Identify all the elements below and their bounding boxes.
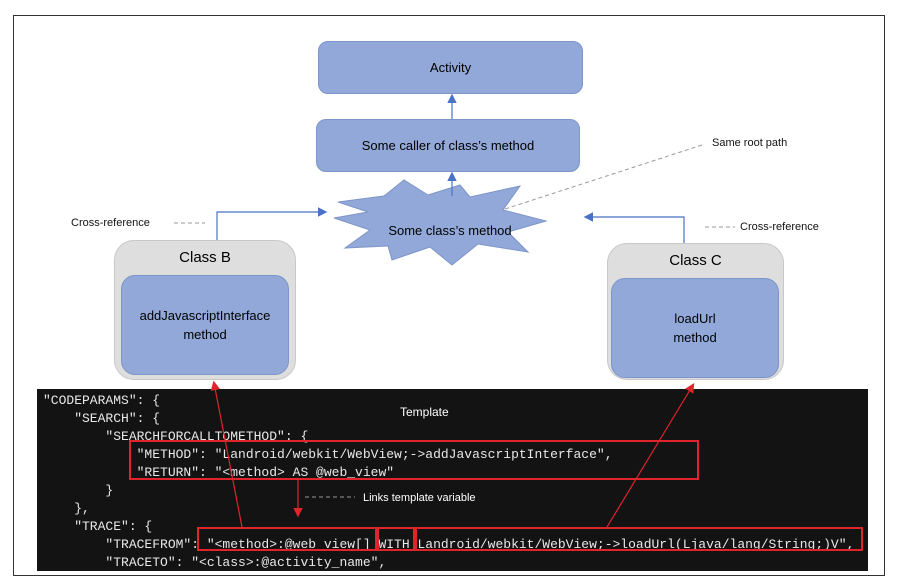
class-c-container: Class C loadUrl method bbox=[607, 243, 784, 380]
loadurl-highlight bbox=[415, 527, 863, 551]
with-keyword-highlight bbox=[377, 527, 415, 551]
caller-node: Some caller of class’s method bbox=[316, 119, 580, 172]
activity-label: Activity bbox=[429, 60, 472, 75]
code-line-2: "SEARCH": { bbox=[43, 411, 161, 426]
method-return-highlight bbox=[129, 440, 699, 480]
code-line-4: "METHOD": "Landroid/webkit/WebView;->add… bbox=[43, 447, 613, 462]
xref-right-note: Cross-reference bbox=[740, 221, 819, 233]
same-root-note: Same root path bbox=[712, 137, 788, 149]
class-b-title: Class B bbox=[179, 249, 231, 266]
target-node-label: Some class’s method bbox=[388, 223, 512, 238]
template-label: Template bbox=[400, 405, 449, 419]
class-c-method-name: loadUrl bbox=[674, 311, 716, 326]
code-line-8: "TRACE": { bbox=[43, 519, 153, 534]
code-line-1: "CODEPARAMS": { bbox=[43, 393, 161, 408]
class-c-method-node: loadUrl method bbox=[611, 278, 779, 378]
class-b-method-word: method bbox=[183, 327, 227, 342]
code-line-7: }, bbox=[43, 501, 90, 516]
code-line-9: "TRACEFROM": "<method>:@web_view[] WITH … bbox=[43, 537, 855, 552]
class-b-container: Class B addJavascriptInterface method bbox=[114, 240, 296, 380]
caller-label: Some caller of class’s method bbox=[361, 138, 535, 153]
xref-left-note: Cross-reference bbox=[71, 217, 150, 229]
class-c-title: Class C bbox=[669, 252, 722, 269]
code-line-6: } bbox=[43, 483, 114, 498]
activity-node: Activity bbox=[318, 41, 583, 94]
diagram-frame bbox=[13, 15, 885, 576]
links-template-note: Links template variable bbox=[363, 492, 476, 504]
code-line-10: "TRACETO": "<class>:@activity_name", bbox=[43, 555, 387, 570]
class-b-method-node: addJavascriptInterface method bbox=[121, 275, 289, 375]
class-c-method-word: method bbox=[673, 330, 717, 345]
template-code-block: Template "CODEPARAMS": { "SEARCH": { "SE… bbox=[37, 389, 868, 571]
class-b-method-name: addJavascriptInterface bbox=[139, 308, 271, 323]
tracefrom-method-highlight bbox=[197, 527, 377, 551]
